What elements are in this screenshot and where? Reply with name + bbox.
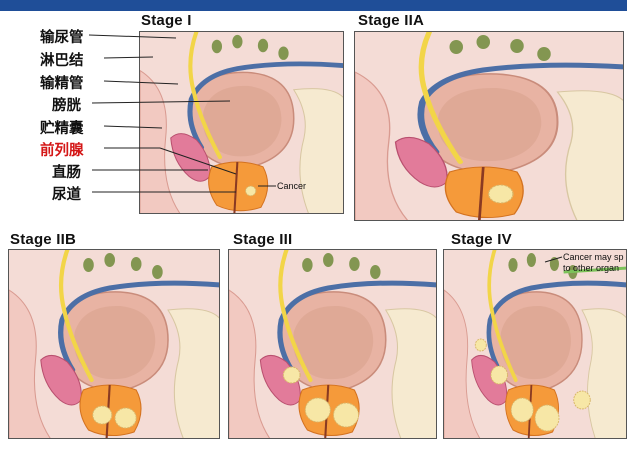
annotation-spread-line2: to other organ <box>563 263 619 273</box>
leader-lymph-node <box>104 57 153 58</box>
annotation-cancer: Cancer <box>277 181 306 191</box>
leader-spread <box>545 257 562 262</box>
leader-vas-deferens <box>104 81 178 84</box>
leader-bladder <box>92 101 230 103</box>
leader-ureter <box>89 35 176 38</box>
leader-seminal-vesicle <box>104 126 162 128</box>
annotation-spread-line1: Cancer may sp <box>563 252 624 262</box>
